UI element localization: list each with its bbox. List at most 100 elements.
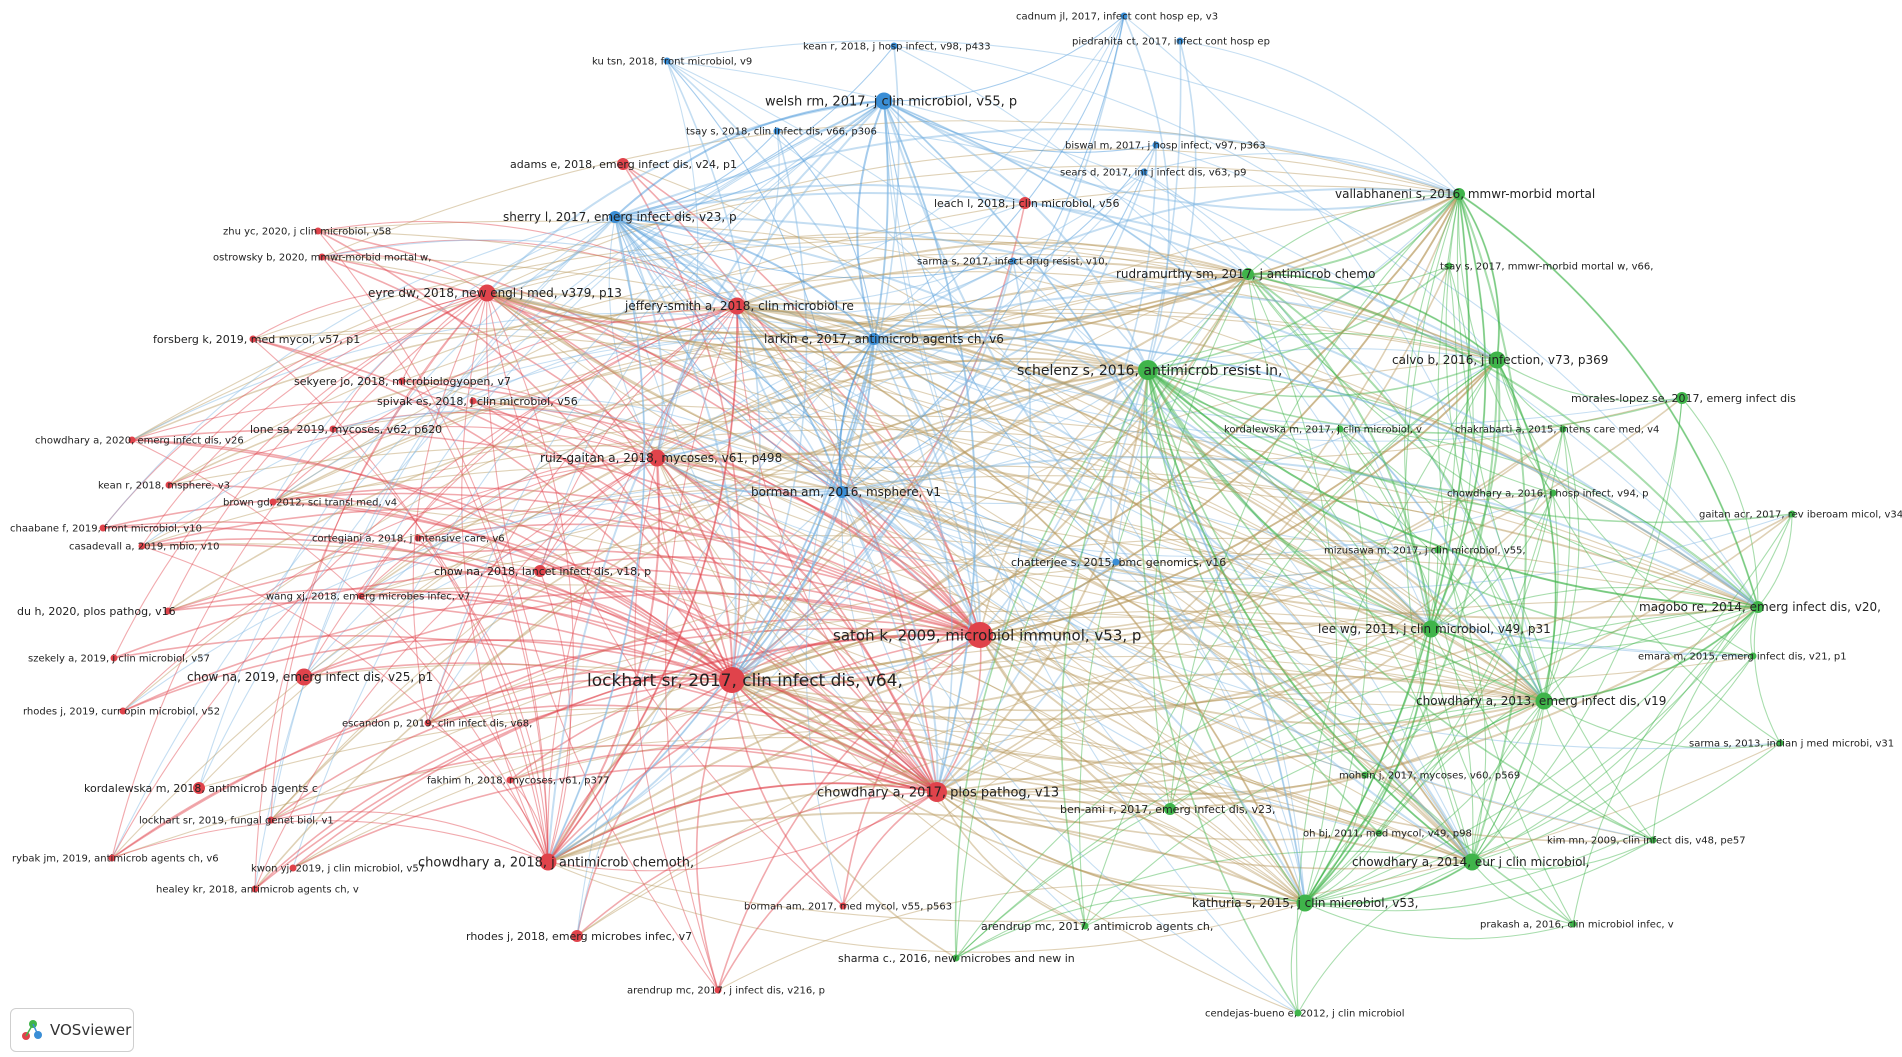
- node-circle[interactable]: [1559, 425, 1567, 433]
- node-casadevall[interactable]: casadevall a, 2019, mbio, v10: [69, 542, 220, 553]
- node-circle[interactable]: [108, 854, 116, 862]
- node-escandon[interactable]: escandon p, 2019, clin infect dis, v68,: [342, 719, 532, 730]
- node-lockhart2017[interactable]: lockhart sr, 2017, clin infect dis, v64,: [587, 667, 903, 693]
- node-mizusawa[interactable]: mizusawa m, 2017, j clin microbiol, v55,: [1324, 546, 1526, 557]
- node-circle[interactable]: [1152, 141, 1160, 149]
- node-spivak[interactable]: spivak es, 2018, j clin microbiol, v56: [377, 395, 578, 408]
- node-sherry[interactable]: sherry l, 2017, emerg infect dis, v23, p: [503, 210, 737, 224]
- node-circle[interactable]: [1676, 392, 1688, 404]
- node-rudramurthy[interactable]: rudramurthy sm, 2017, j antimicrob chemo: [1116, 267, 1375, 281]
- node-chowdhary2018jac[interactable]: chowdhary a, 2018, j antimicrob chemoth,: [418, 853, 694, 871]
- node-sharma[interactable]: sharma c., 2016, new microbes and new in: [838, 952, 1075, 965]
- node-circle[interactable]: [1776, 739, 1784, 747]
- node-circle[interactable]: [890, 42, 898, 50]
- node-larkin[interactable]: larkin e, 2017, antimicrob agents ch, v6: [764, 332, 1004, 346]
- node-circle[interactable]: [1375, 829, 1383, 837]
- node-chowna2018[interactable]: chow na, 2018, lancet infect dis, v18, p: [434, 565, 651, 578]
- node-wangxj[interactable]: wang xj, 2018, emerg microbes infec, v7: [266, 592, 470, 603]
- node-circle[interactable]: [1242, 268, 1254, 280]
- node-magobo[interactable]: magobo re, 2014, emerg infect dis, v20,: [1639, 600, 1881, 614]
- node-circle[interactable]: [539, 853, 557, 871]
- node-szekely[interactable]: szekely a, 2019, j clin microbiol, v57: [28, 654, 210, 665]
- node-circle[interactable]: [414, 534, 422, 542]
- node-circle[interactable]: [1294, 1009, 1302, 1017]
- node-arendrup2017jid[interactable]: arendrup mc, 2017, j infect dis, v216, p: [627, 986, 825, 997]
- node-welsh[interactable]: welsh rm, 2017, j clin microbiol, v55, p: [765, 92, 1017, 110]
- node-searsd[interactable]: sears d, 2017, int j infect dis, v63, p9: [1060, 168, 1246, 179]
- node-leach[interactable]: leach l, 2018, j clin microbiol, v56: [934, 197, 1119, 210]
- node-circle[interactable]: [318, 253, 326, 261]
- node-duh[interactable]: du h, 2020, plos pathog, v16: [17, 605, 176, 618]
- node-gaitan[interactable]: gaitan acr, 2017, rev iberoam micol, v34: [1699, 510, 1902, 521]
- node-circle[interactable]: [617, 158, 629, 170]
- node-benami[interactable]: ben-ami r, 2017, emerg infect dis, v23,: [1060, 803, 1276, 816]
- node-rybak[interactable]: rybak jm, 2019, antimicrob agents ch, v6: [12, 854, 219, 865]
- node-circle[interactable]: [1138, 360, 1158, 380]
- node-mohsin[interactable]: mohsin j, 2017, mycoses, v60, p569: [1339, 771, 1520, 782]
- node-chowdhary2014[interactable]: chowdhary a, 2014, eur j clin microbiol,: [1352, 853, 1590, 871]
- node-lonesa[interactable]: lone sa, 2019, mycoses, v62, p620: [250, 423, 442, 436]
- node-chowdhary2020[interactable]: chowdhary a, 2020, emerg infect dis, v26: [35, 436, 244, 447]
- node-keanr2018jhi[interactable]: kean r, 2018, j hosp infect, v98, p433: [803, 42, 991, 53]
- node-forsberg[interactable]: forsberg k, 2019, med mycol, v57, p1: [153, 333, 360, 346]
- node-borman2017[interactable]: borman am, 2017, med mycol, v55, p563: [744, 902, 952, 913]
- node-prakash[interactable]: prakash a, 2016, clin microbiol infec, v: [1480, 920, 1674, 931]
- node-circle[interactable]: [193, 782, 205, 794]
- node-chakrabarti[interactable]: chakrabarti a, 2015, intens care med, v4: [1455, 425, 1659, 436]
- node-zhu[interactable]: zhu yc, 2020, j clin microbiol, v58: [223, 227, 391, 238]
- node-circle[interactable]: [714, 986, 722, 994]
- node-cadnum[interactable]: cadnum jl, 2017, infect cont hosp ep, v3: [1016, 12, 1218, 23]
- node-circle[interactable]: [269, 498, 277, 506]
- node-chaabane[interactable]: chaabane f, 2019, front microbiol, v10: [10, 524, 202, 535]
- node-keanr2018[interactable]: kean r, 2018, msphere, v3: [98, 481, 230, 492]
- node-circle[interactable]: [267, 816, 275, 824]
- node-chowdhary2017pp[interactable]: chowdhary a, 2017, plos pathog, v13: [817, 782, 1059, 802]
- node-circle[interactable]: [927, 782, 947, 802]
- node-cortegiani[interactable]: cortegiani a, 2018, j intensive care, v6: [312, 534, 505, 545]
- node-circle[interactable]: [773, 127, 781, 135]
- node-kutsn[interactable]: ku tsn, 2018, front microbiol, v9: [592, 57, 752, 68]
- node-chowna2019[interactable]: chow na, 2019, emerg infect dis, v25, p1: [187, 668, 433, 686]
- node-circle[interactable]: [249, 335, 257, 343]
- node-tsays2018[interactable]: tsay s, 2018, clin infect dis, v66, p306: [686, 127, 877, 138]
- node-circle[interactable]: [295, 668, 313, 686]
- node-circle[interactable]: [1549, 489, 1557, 497]
- node-adams[interactable]: adams e, 2018, emerg infect dis, v24, p1: [510, 158, 737, 171]
- node-circle[interactable]: [469, 397, 477, 405]
- node-circle[interactable]: [1463, 853, 1481, 871]
- node-borman2016[interactable]: borman am, 2016, msphere, v1: [751, 485, 941, 499]
- node-circle[interactable]: [609, 211, 621, 223]
- node-rhodes2018[interactable]: rhodes j, 2018, emerg microbes infec, v7: [466, 930, 692, 943]
- node-circle[interactable]: [1112, 558, 1120, 566]
- node-circle[interactable]: [1422, 620, 1440, 638]
- node-tsays2017[interactable]: tsay s, 2017, mmwr-morbid mortal w, v66,: [1440, 262, 1653, 273]
- node-circle[interactable]: [728, 297, 746, 315]
- node-ruizgaitan[interactable]: ruiz-gaitan a, 2018, mycoses, v61, p498: [540, 449, 782, 467]
- node-kordalewska2017[interactable]: kordalewska m, 2017, j clin microbiol, v: [1224, 425, 1422, 436]
- node-circle[interactable]: [329, 425, 337, 433]
- node-circle[interactable]: [1453, 188, 1465, 200]
- node-circle[interactable]: [1569, 920, 1577, 928]
- node-circle[interactable]: [289, 864, 297, 872]
- node-circle[interactable]: [424, 719, 432, 727]
- node-piedrahita[interactable]: piedrahita ct, 2017, infect cont hosp ep: [1072, 37, 1270, 48]
- node-emara[interactable]: emara m, 2015, emerg infect dis, v21, p1: [1638, 652, 1847, 663]
- node-circle[interactable]: [164, 607, 172, 615]
- node-cendejas[interactable]: cendejas-bueno e, 2012, j clin microbiol: [1205, 1009, 1405, 1020]
- node-circle[interactable]: [128, 436, 136, 444]
- node-circle[interactable]: [952, 954, 960, 962]
- node-fakhim[interactable]: fakhim h, 2018, mycoses, v61, p377: [427, 776, 610, 787]
- node-kimmn[interactable]: kim mn, 2009, clin infect dis, v48, pe57: [1547, 836, 1746, 847]
- node-circle[interactable]: [875, 92, 893, 110]
- node-circle[interactable]: [868, 333, 880, 345]
- node-rhodes2019[interactable]: rhodes j, 2019, curr opin microbiol, v52: [23, 707, 220, 718]
- node-leewg[interactable]: lee wg, 2011, j clin microbiol, v49, p31: [1318, 620, 1551, 638]
- node-circle[interactable]: [663, 57, 671, 65]
- node-circle[interactable]: [165, 481, 173, 489]
- node-circle[interactable]: [1296, 894, 1314, 912]
- node-circle[interactable]: [1361, 771, 1369, 779]
- node-kwon[interactable]: kwon yj, 2019, j clin microbiol, v57: [251, 864, 425, 875]
- node-circle[interactable]: [534, 565, 546, 577]
- node-circle[interactable]: [1749, 652, 1757, 660]
- node-circle[interactable]: [839, 902, 847, 910]
